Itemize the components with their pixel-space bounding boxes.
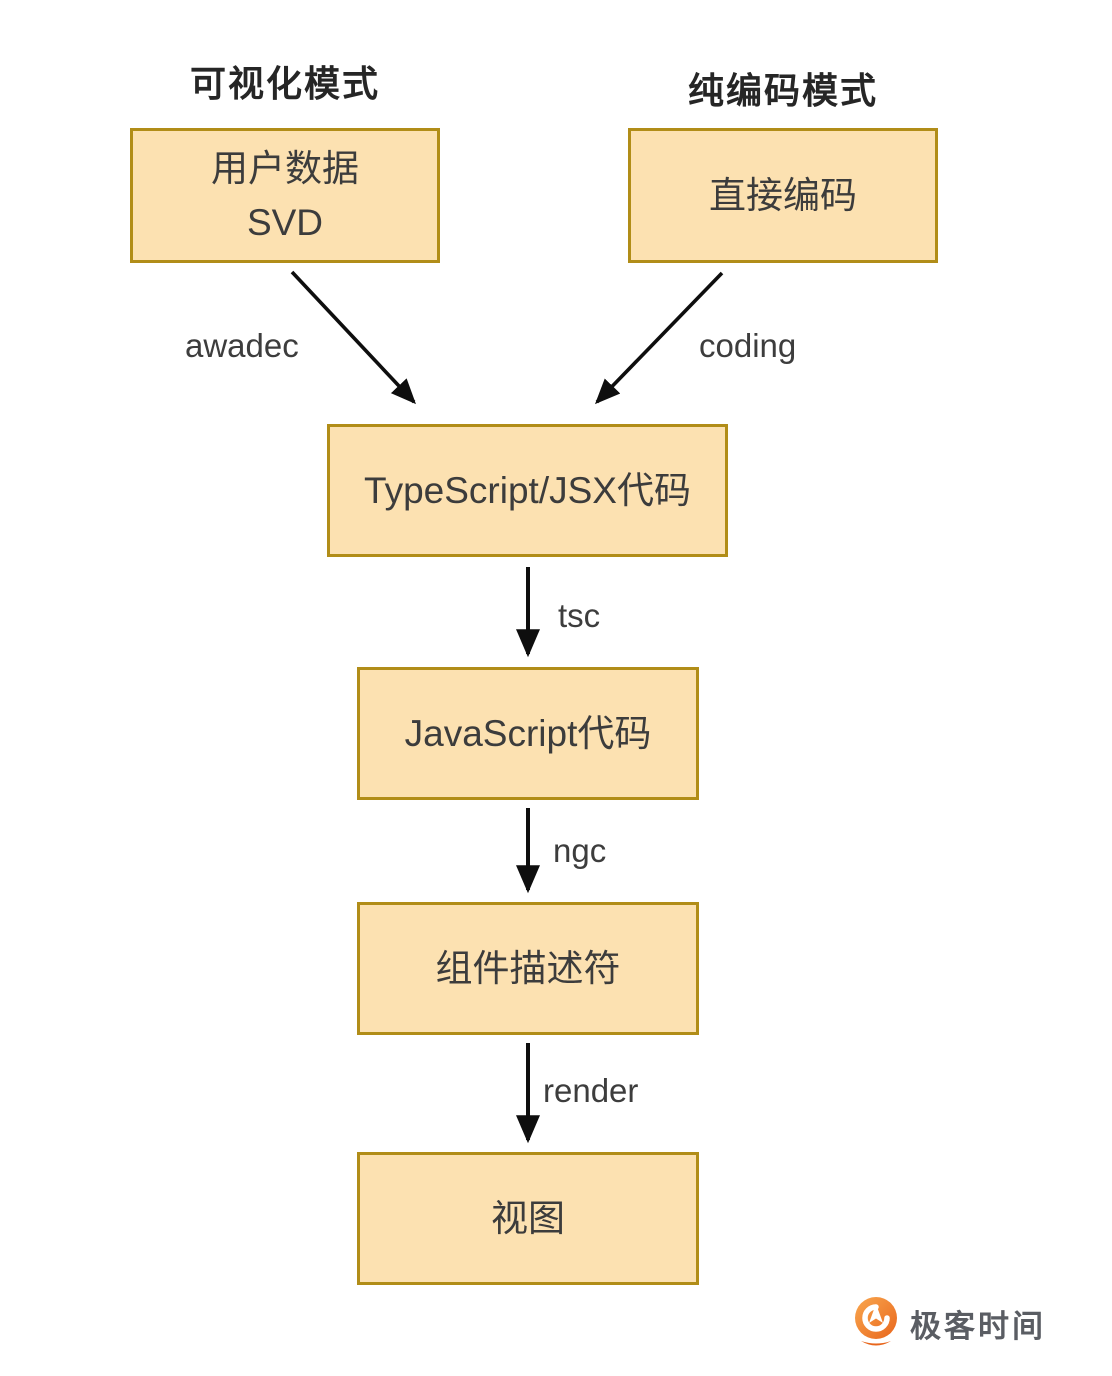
geektime-logo-text: 极客时间 xyxy=(910,1308,1046,1344)
geektime-brand: 极客时间 xyxy=(852,1296,1046,1350)
node-javascript-code: JavaScript代码 xyxy=(357,667,699,800)
edge-label-awadec: awadec xyxy=(185,327,299,364)
node-direct-coding: 直接编码 xyxy=(628,128,938,263)
heading-visual-mode: 可视化模式 xyxy=(189,63,380,104)
geektime-logo-icon xyxy=(855,1297,897,1346)
node-typescript-jsx-code: TypeScript/JSX代码 xyxy=(327,424,728,557)
heading-pure-coding-mode: 纯编码模式 xyxy=(687,70,878,111)
node-user-data-svd: 用户数据 SVD xyxy=(130,128,440,263)
node-component-descriptor: 组件描述符 xyxy=(357,902,699,1035)
node-view: 视图 xyxy=(357,1152,699,1285)
edge-label-coding: coding xyxy=(699,327,797,364)
edge-label-tsc: tsc xyxy=(558,597,601,634)
edge-label-ngc: ngc xyxy=(553,832,607,869)
arrow-awadec xyxy=(290,270,416,405)
edge-label-render: render xyxy=(543,1072,639,1109)
